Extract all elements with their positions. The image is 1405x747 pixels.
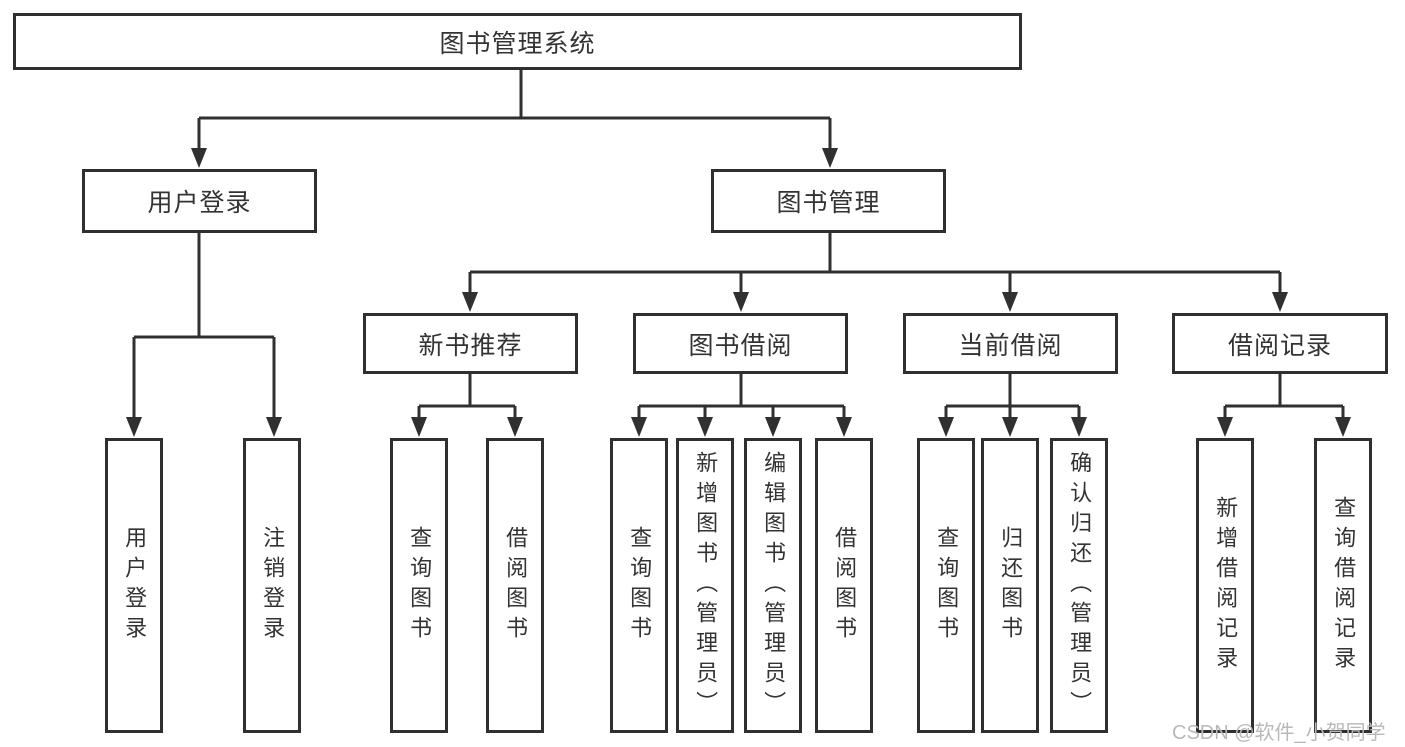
node-label: 编辑图书（管理员） xyxy=(761,450,787,721)
node-label: 新书推荐 xyxy=(418,331,523,360)
node-label: 查询图书 xyxy=(627,525,653,646)
arrow-head xyxy=(1002,417,1018,437)
node-label: 查询图书 xyxy=(407,525,433,646)
branch-borrow-records xyxy=(1225,374,1343,408)
arrow-head xyxy=(822,148,838,168)
leaf-return-books: 归还图书 xyxy=(981,438,1039,733)
node-label: 图书借阅 xyxy=(688,331,793,360)
arrow-head xyxy=(836,417,852,437)
arrow-head xyxy=(765,417,781,437)
node-label: 当前借阅 xyxy=(958,331,1063,360)
node-label: 借阅图书 xyxy=(832,525,858,646)
branch-book-borrow xyxy=(639,374,844,408)
branch-new-books xyxy=(419,374,515,408)
node-book-borrow: 图书借阅 xyxy=(633,313,848,374)
branch-root xyxy=(199,70,830,120)
node-label: 新增图书（管理员） xyxy=(693,450,719,721)
node-label: 图书管理系统 xyxy=(439,29,596,58)
arrow-head xyxy=(1071,417,1087,437)
arrow-head xyxy=(462,292,478,312)
branch-user-login xyxy=(134,233,274,339)
leaf-add-borrow-record: 新增借阅记录 xyxy=(1196,438,1254,733)
arrow-head xyxy=(191,148,207,168)
node-book-management: 图书管理 xyxy=(711,169,946,233)
leaf-edit-books-admin: 编辑图书（管理员） xyxy=(744,438,802,733)
node-new-book-recommend: 新书推荐 xyxy=(363,313,578,374)
node-label: 借阅记录 xyxy=(1227,331,1332,360)
node-borrow-records: 借阅记录 xyxy=(1172,313,1388,374)
arrow-head xyxy=(1217,417,1233,437)
arrow-head xyxy=(126,417,142,437)
leaf-logout: 注销登录 xyxy=(243,438,301,733)
csdn-watermark: CSDN @软件_小贺同学 xyxy=(1172,722,1386,744)
node-label: 新增借阅记录 xyxy=(1213,495,1239,676)
arrow-head xyxy=(507,417,523,437)
node-label: 用户登录 xyxy=(122,525,148,646)
arrow-head xyxy=(697,417,713,437)
node-label: 确认归还（管理员） xyxy=(1067,450,1093,721)
branch-current-borrow xyxy=(946,374,1079,408)
leaf-user-login: 用户登录 xyxy=(105,438,163,733)
branch-book-mgmt xyxy=(470,233,1280,274)
leaf-query-books-borrow: 查询图书 xyxy=(610,438,668,733)
arrow-head xyxy=(733,292,749,312)
leaf-add-books-admin: 新增图书（管理员） xyxy=(676,438,734,733)
arrow-head xyxy=(938,417,954,437)
arrow-head xyxy=(1002,292,1018,312)
node-current-borrow: 当前借阅 xyxy=(903,313,1118,374)
arrow-head xyxy=(411,417,427,437)
leaf-confirm-return-admin: 确认归还（管理员） xyxy=(1050,438,1108,733)
arrow-head xyxy=(1272,292,1288,312)
node-label: 归还图书 xyxy=(998,525,1024,646)
arrow-head xyxy=(631,417,647,437)
leaf-query-borrow-record: 查询借阅记录 xyxy=(1314,438,1372,733)
node-label: 图书管理 xyxy=(776,189,881,217)
leaf-query-books-recommend: 查询图书 xyxy=(390,438,448,733)
node-label: 用户登录 xyxy=(147,189,252,217)
arrow-head xyxy=(1335,417,1351,437)
node-label: 注销登录 xyxy=(260,525,286,646)
node-label: 查询图书 xyxy=(934,525,960,646)
node-label: 借阅图书 xyxy=(503,525,529,646)
node-label: 查询借阅记录 xyxy=(1331,495,1357,676)
arrow-head xyxy=(266,417,282,437)
node-root-system: 图书管理系统 xyxy=(13,13,1022,70)
leaf-borrow-books-recommend: 借阅图书 xyxy=(486,438,544,733)
node-user-login: 用户登录 xyxy=(82,169,317,233)
leaf-query-books-current: 查询图书 xyxy=(917,438,975,733)
leaf-borrow-books: 借阅图书 xyxy=(815,438,873,733)
